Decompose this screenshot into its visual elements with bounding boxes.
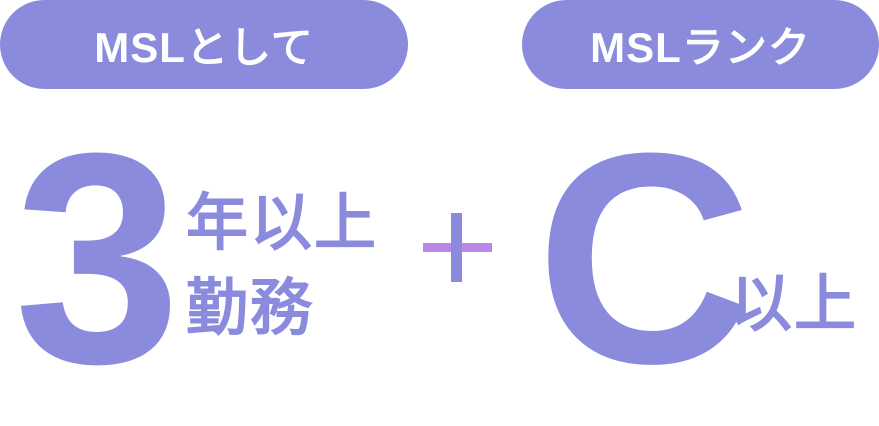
- rank-letter: C: [536, 90, 753, 426]
- rank-or-above-label: 以上: [730, 270, 859, 339]
- employment-label: 勤務: [186, 274, 315, 343]
- msl-rank-pill-label: MSLランク: [590, 24, 811, 71]
- msl-rank-pill: MSLランク: [522, 0, 879, 89]
- msl-experience-pill: MSLとして: [0, 0, 408, 89]
- years-or-more-label: 年以上: [186, 189, 379, 258]
- plus-vertical-bar: [451, 213, 462, 282]
- msl-experience-pill-label: MSLとして: [94, 24, 314, 71]
- years-number: 3: [14, 90, 181, 426]
